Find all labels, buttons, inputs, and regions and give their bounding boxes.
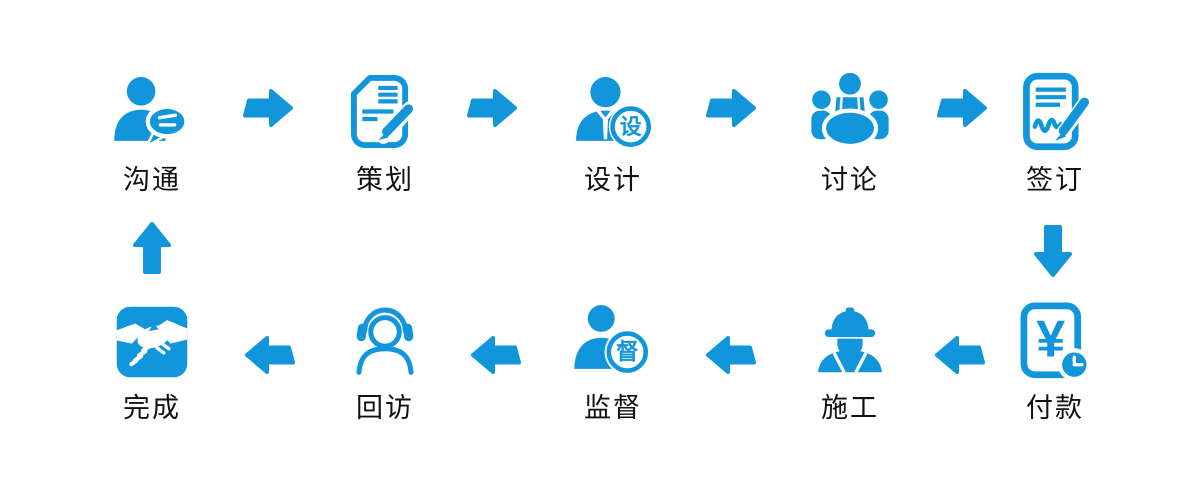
step-label: 监督 [584,393,642,423]
flow-step-communication: 沟通 [72,72,232,196]
designer-badge-icon: 设 [571,72,655,156]
step-label: 回访 [356,393,414,423]
step-label: 完成 [123,393,181,423]
headset-service-icon [343,300,427,384]
payment-clock-icon: ¥ [1013,300,1097,384]
arrow-left-icon [934,335,986,375]
flow-step-signing: 签订 [975,72,1135,196]
step-label: 策划 [356,165,414,195]
construction-worker-icon [808,300,892,384]
step-label: 付款 [1026,393,1084,423]
arrow-left-icon [470,335,522,375]
flow-step-discussion: 讨论 [770,72,930,196]
flow-step-supervision: 督 监督 [533,300,693,424]
step-label: 签订 [1026,165,1084,195]
contract-signing-icon [1013,72,1097,156]
step-label: 设计 [584,165,642,195]
arrow-right-icon [936,88,988,128]
arrow-down-icon [1033,224,1073,278]
arrow-right-icon [242,88,294,128]
design-badge-char: 设 [620,114,642,139]
flow-step-planning: 策划 [305,72,465,196]
flow-step-follow-up: 回访 [305,300,465,424]
step-label: 施工 [821,393,879,423]
step-label: 讨论 [821,165,879,195]
flow-step-construction: 施工 [770,300,930,424]
flow-step-payment: ¥ 付款 [975,300,1135,424]
step-label: 沟通 [123,165,181,195]
meeting-discussion-icon [808,72,892,156]
arrow-right-icon [705,88,757,128]
arrow-left-icon [244,335,296,375]
flow-step-completion: 完成 [72,300,232,424]
supervisor-badge-icon: 督 [571,300,655,384]
arrow-right-icon [466,88,518,128]
person-chat-icon [110,72,194,156]
flow-step-design: 设 设计 [533,72,693,196]
handshake-icon [110,300,194,384]
arrow-left-icon [705,335,757,375]
arrow-up-icon [132,221,172,275]
document-pen-icon [343,72,427,156]
supervise-badge-char: 督 [616,339,639,365]
